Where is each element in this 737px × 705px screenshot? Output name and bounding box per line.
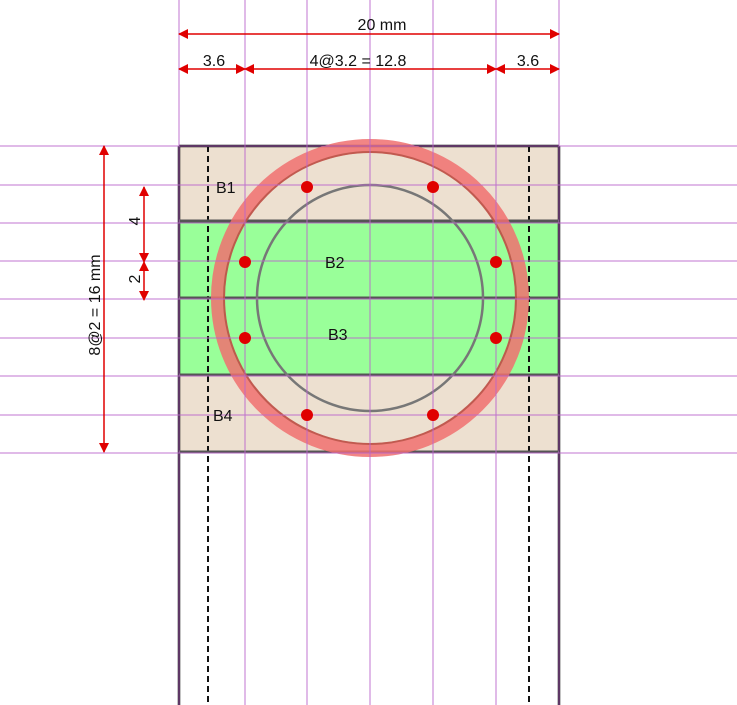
rebar-dot xyxy=(301,181,313,193)
band-label-b2: B2 xyxy=(325,255,345,272)
rebar-dot xyxy=(239,256,251,268)
dim-band-label: 4 xyxy=(127,216,144,225)
band-label-b1: B1 xyxy=(216,180,236,197)
band-b4 xyxy=(179,375,559,453)
rebar-dot xyxy=(490,332,502,344)
band-label-b3: B3 xyxy=(328,327,348,344)
rebar-dot xyxy=(239,332,251,344)
rebar-dot xyxy=(490,256,502,268)
vertical-dimensions xyxy=(99,145,149,453)
band-label-b4: B4 xyxy=(213,408,233,425)
dim-total-width-label: 20 mm xyxy=(358,17,407,34)
rebar-dot xyxy=(427,409,439,421)
dim-left-cover-label: 3.6 xyxy=(203,53,225,70)
rebar-dot xyxy=(301,409,313,421)
dim-right-cover-label: 3.6 xyxy=(517,53,539,70)
rebars xyxy=(239,181,502,421)
horizontal-dimensions xyxy=(178,29,560,74)
dim-half-band-label: 2 xyxy=(127,274,144,283)
rebar-dot xyxy=(427,181,439,193)
dim-total-height-label: 8@2 = 16 mm xyxy=(87,254,104,355)
dim-middle-label: 4@3.2 = 12.8 xyxy=(310,53,407,70)
